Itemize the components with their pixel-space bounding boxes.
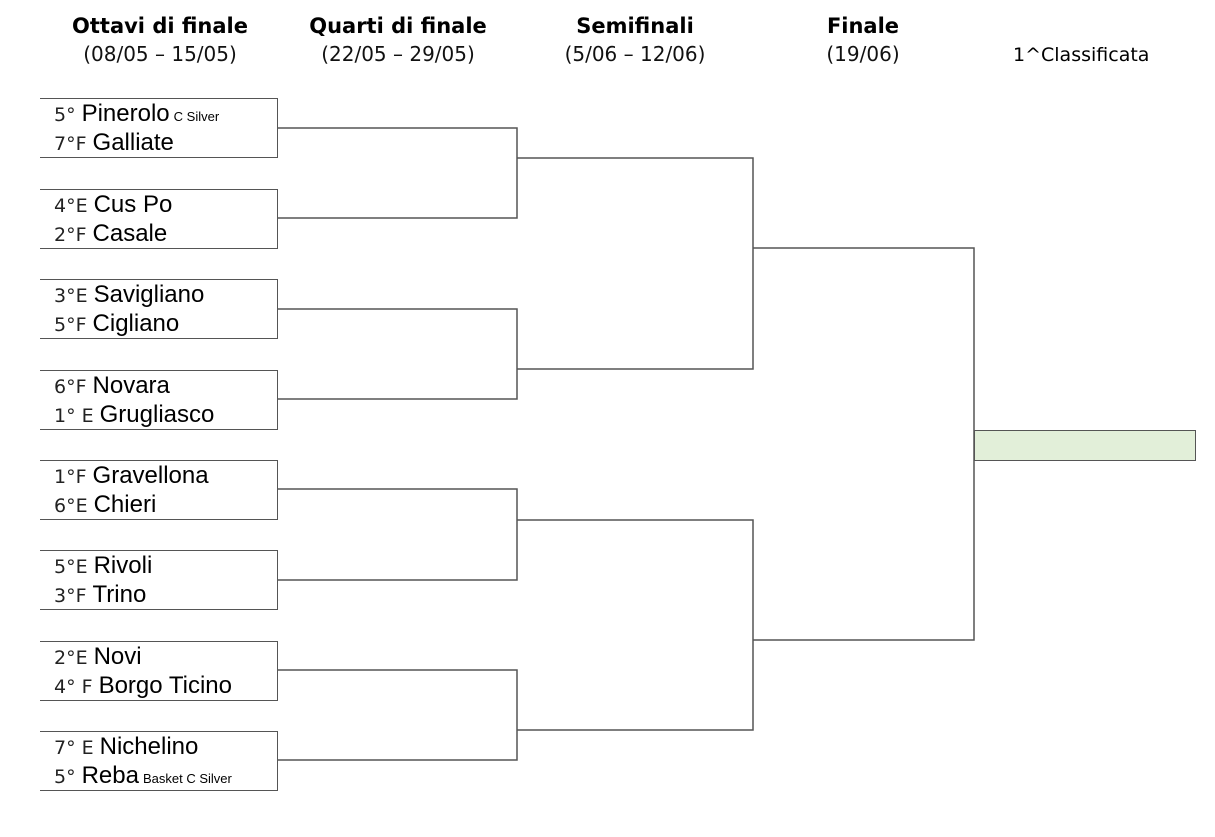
team-name: Novara [92, 372, 170, 399]
team-name: Cigliano [92, 310, 180, 337]
round-title: Quarti di finale [309, 14, 487, 38]
team-seed: 5° [54, 766, 76, 788]
team-seed: 7° E [54, 737, 94, 759]
winner-header: 1^Classificata [1013, 44, 1150, 66]
team-name: Galliate [92, 129, 174, 156]
team-name: Rivoli [93, 552, 153, 579]
round-dates: (19/06) [826, 42, 900, 66]
team-seed: 1°F [54, 466, 87, 488]
team-seed: 5°E [54, 556, 88, 578]
connector-final [753, 247, 975, 641]
round-title: Finale [826, 14, 900, 38]
connector-sf1 [517, 157, 754, 370]
connector-qf2 [278, 308, 518, 400]
team-seed: 2°E [54, 647, 88, 669]
connector-qf4 [278, 669, 518, 761]
team-name: Novi [93, 643, 142, 670]
team-seed: 3°E [54, 285, 88, 307]
team-seed: 6°E [54, 495, 88, 517]
team-name: Gravellona [92, 462, 209, 489]
team-name: Cus Po [93, 191, 173, 218]
round-dates: (5/06 – 12/06) [564, 42, 706, 66]
team-name: Nichelino [99, 733, 199, 760]
team-seed: 1° E [54, 405, 94, 427]
round-title: Ottavi di finale [72, 14, 248, 38]
team-seed: 7°F [54, 133, 87, 155]
team-name: Borgo Ticino [98, 672, 232, 699]
team-seed: 6°F [54, 376, 87, 398]
champion-slot [974, 430, 1196, 461]
round-header-finale: Finale (19/06) [783, 12, 943, 68]
team-name: Savigliano [93, 281, 205, 308]
round-title: Semifinali [576, 14, 694, 38]
connector-qf3 [278, 488, 518, 581]
team-seed: 5° [54, 104, 76, 126]
round-header-ottavi: Ottavi di finale (08/05 – 15/05) [60, 12, 260, 68]
team-name: Chieri [93, 491, 157, 518]
team-note: Basket C Silver [142, 771, 232, 786]
team-seed: 4° F [54, 676, 93, 698]
team-seed: 5°F [54, 314, 87, 336]
team-name: Trino [92, 581, 147, 608]
round-header-semifinali: Semifinali (5/06 – 12/06) [535, 12, 735, 68]
round-header-quarti: Quarti di finale (22/05 – 29/05) [298, 12, 498, 68]
team-name: Reba [81, 762, 139, 789]
team-note: C Silver [173, 109, 220, 124]
connector-qf1 [278, 127, 518, 219]
team-seed: 4°E [54, 195, 88, 217]
team-name: Pinerolo [81, 100, 170, 127]
team-name: Casale [92, 220, 168, 247]
connector-sf2 [517, 519, 754, 731]
team-seed: 3°F [54, 585, 87, 607]
team-name: Grugliasco [99, 401, 215, 428]
round-dates: (22/05 – 29/05) [321, 42, 475, 66]
team-seed: 2°F [54, 224, 87, 246]
round-dates: (08/05 – 15/05) [83, 42, 237, 66]
